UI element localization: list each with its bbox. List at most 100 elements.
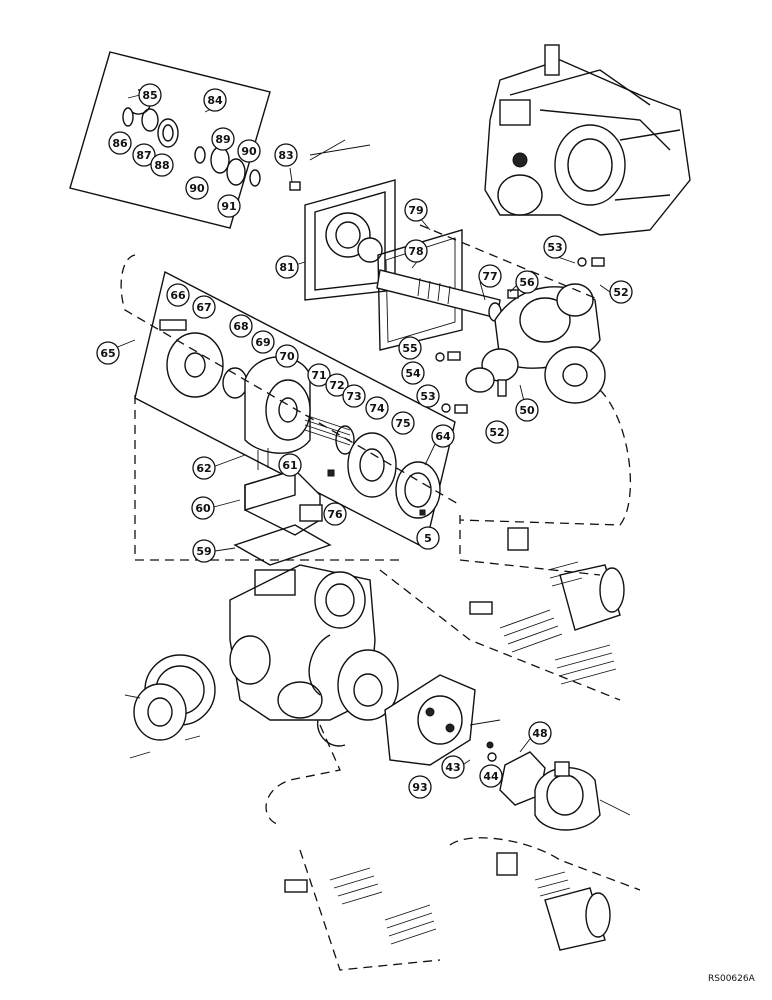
callout-65: 65 — [96, 341, 120, 365]
callout-number: 76 — [327, 508, 343, 521]
callout-number: 91 — [221, 200, 236, 213]
callout-number: 72 — [329, 379, 344, 392]
callout-circle — [441, 755, 465, 779]
callout-number: 83 — [278, 149, 293, 162]
charge-pump-head — [384, 674, 501, 766]
bearing-64 — [395, 461, 441, 519]
callout-number: 48 — [532, 727, 547, 740]
callout-number: 54 — [405, 367, 421, 380]
callout-circle — [416, 526, 440, 550]
callout-76: 76 — [323, 502, 347, 526]
callout-number: 84 — [207, 94, 223, 107]
callout-circle — [307, 363, 331, 387]
callout-number: 90 — [189, 182, 205, 195]
callout-circle — [108, 131, 132, 155]
callout-circle — [365, 396, 389, 420]
callout-number: 60 — [195, 502, 211, 515]
callout-circle — [138, 83, 162, 107]
callout-number: 70 — [279, 350, 295, 363]
callout-circle — [251, 330, 275, 354]
callout-number: 86 — [112, 137, 128, 150]
callout-number: 52 — [489, 426, 504, 439]
callout-number: 78 — [408, 245, 423, 258]
callout-90: 90 — [185, 176, 209, 200]
callout-number: 75 — [395, 417, 410, 430]
cover-plate-81 — [304, 139, 396, 301]
callout-84: 84 — [203, 88, 227, 112]
callout-54: 54 — [401, 361, 425, 385]
callout-circle — [211, 127, 235, 151]
callout-circle — [323, 502, 347, 526]
callout-50: 50 — [515, 398, 539, 422]
callout-87: 87 — [132, 143, 156, 167]
callout-74: 74 — [365, 396, 389, 420]
callout-88: 88 — [150, 153, 174, 177]
callout-circle — [132, 143, 156, 167]
callout-56: 56 — [515, 270, 539, 294]
callout-52: 52 — [609, 280, 633, 304]
callout-number: 71 — [311, 369, 326, 382]
callout-circle — [431, 424, 455, 448]
callout-number: 44 — [483, 770, 499, 783]
callout-number: 65 — [100, 347, 115, 360]
callout-circle — [479, 764, 503, 788]
callout-79: 79 — [404, 198, 428, 222]
callout-number: 73 — [346, 390, 361, 403]
callout-number: 93 — [412, 781, 427, 794]
callout-81: 81 — [275, 255, 299, 279]
callout-circle — [278, 453, 302, 477]
callout-number: 5 — [424, 532, 432, 545]
callout-53: 53 — [543, 235, 567, 259]
callout-number: 90 — [241, 145, 257, 158]
port-plate — [316, 649, 399, 747]
callout-circle — [342, 384, 366, 408]
callout-circle — [274, 143, 298, 167]
callout-61: 61 — [278, 453, 302, 477]
callout-circle — [404, 239, 428, 263]
callout-number: 64 — [435, 430, 451, 443]
callout-circle — [478, 264, 502, 288]
callout-number: 79 — [408, 204, 423, 217]
callout-number: 77 — [482, 270, 497, 283]
callout-number: 81 — [279, 261, 294, 274]
callout-circle — [275, 344, 299, 368]
callout-71: 71 — [307, 363, 331, 387]
small-hardware — [289, 181, 605, 762]
callout-number: 50 — [519, 404, 535, 417]
callout-circle — [166, 283, 190, 307]
callout-number: 89 — [215, 133, 230, 146]
callout-67: 67 — [192, 295, 216, 319]
callout-86: 86 — [108, 131, 132, 155]
callout-59: 59 — [192, 539, 216, 563]
callout-circle — [191, 496, 215, 520]
figure-reference-code: RS00626A — [708, 974, 756, 984]
callout-circle — [275, 255, 299, 279]
callout-number: 55 — [402, 342, 417, 355]
callout-circle — [96, 341, 120, 365]
callout-89: 89 — [211, 127, 235, 151]
callout-circle — [325, 373, 349, 397]
swashplate-50 — [465, 283, 606, 404]
callout-circle — [408, 775, 432, 799]
callout-number: 61 — [282, 459, 297, 472]
callout-69: 69 — [251, 330, 275, 354]
callout-72: 72 — [325, 373, 349, 397]
callout-60: 60 — [191, 496, 215, 520]
callout-circle — [185, 176, 209, 200]
callout-circle — [528, 721, 552, 745]
servo-piston-lower — [284, 852, 611, 951]
callout-circle — [192, 456, 216, 480]
callout-68: 68 — [229, 314, 253, 338]
callout-number: 43 — [445, 761, 460, 774]
callout-circle — [404, 198, 428, 222]
rotating-group-65-panel — [134, 270, 456, 550]
callout-number: 59 — [196, 545, 211, 558]
callout-number: 68 — [233, 320, 248, 333]
callout-number: 87 — [136, 149, 151, 162]
servo-piston-upper — [469, 527, 625, 685]
callout-85: 85 — [138, 83, 162, 107]
callout-circle — [485, 420, 509, 444]
